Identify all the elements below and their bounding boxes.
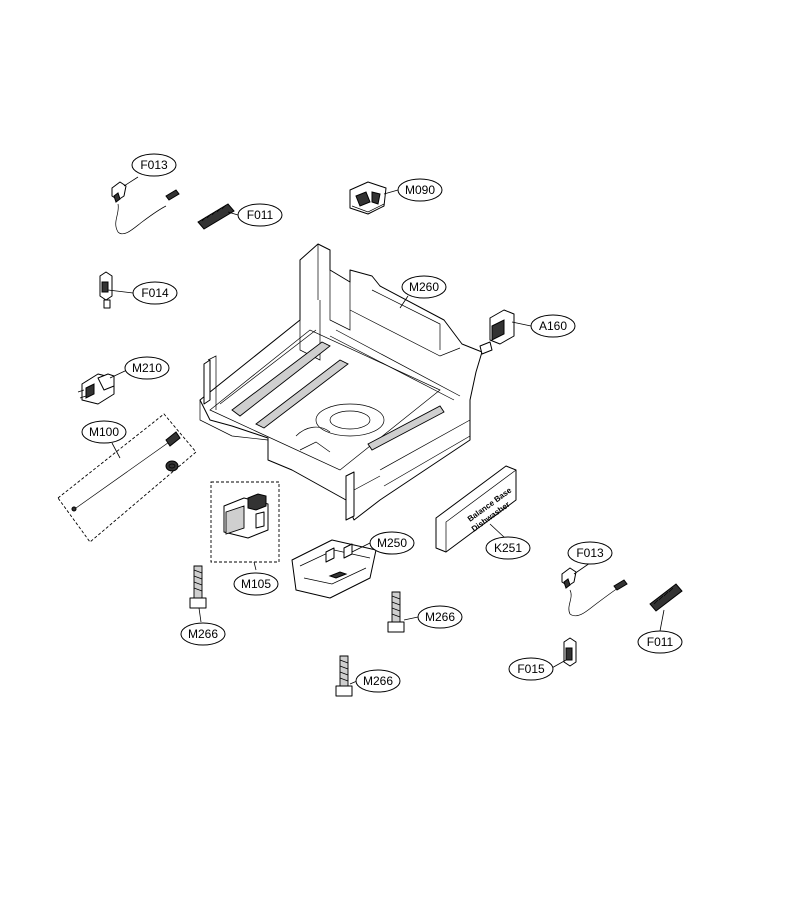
part-f014-drawing	[99, 271, 113, 309]
callout-label: M260	[409, 280, 439, 294]
callout-label: F014	[141, 286, 169, 300]
callout-label: M210	[132, 361, 162, 375]
callout-label: K251	[494, 541, 522, 555]
callout-label: M266	[363, 674, 393, 688]
leader-lines	[107, 176, 665, 685]
part-m266-left-drawing	[189, 565, 207, 609]
part-m090-drawing	[349, 181, 387, 215]
callout-m100: M100	[81, 420, 127, 444]
callout-label: F013	[140, 158, 168, 172]
part-f011-upper-drawing	[197, 203, 235, 230]
part-m250-drawing	[291, 539, 377, 599]
callout-k251: K251	[485, 536, 531, 560]
callout-m266-left: M266	[180, 622, 226, 646]
callout-m105: M105	[233, 572, 279, 596]
callout-label: M090	[405, 183, 435, 197]
part-m266-middle-drawing	[387, 591, 405, 633]
callout-f014: F014	[132, 281, 178, 305]
callout-label: F013	[576, 546, 604, 560]
callout-f013-upper: F013	[131, 153, 177, 177]
part-m105-drawing	[210, 481, 280, 563]
callout-label: M266	[188, 627, 218, 641]
callout-label: M100	[89, 425, 119, 439]
callout-m250: M250	[369, 531, 415, 555]
callout-f015: F015	[508, 657, 554, 681]
callout-m266-lower: M266	[355, 669, 401, 693]
part-m266-lower-drawing	[335, 655, 353, 697]
callout-m266-middle: M266	[417, 605, 463, 629]
callout-f011-upper: F011	[237, 203, 283, 227]
callout-label: M250	[377, 536, 407, 550]
callout-f011-lower: F011	[637, 630, 683, 654]
callout-label: M266	[425, 610, 455, 624]
callout-label: M105	[241, 577, 271, 591]
part-f015-drawing	[563, 637, 577, 667]
callout-f013-lower: F013	[567, 541, 613, 565]
callout-label: A160	[539, 319, 567, 333]
callout-label: F015	[517, 662, 545, 676]
part-m210-drawing	[77, 373, 115, 405]
callout-m260: M260	[401, 275, 447, 299]
part-f011-lower-drawing	[649, 583, 683, 612]
part-a160-drawing	[479, 309, 515, 355]
callout-label: F011	[647, 635, 674, 649]
callout-label: F011	[247, 208, 274, 222]
part-f013-lower-drawing	[561, 567, 628, 617]
part-m100-drawing	[57, 413, 197, 543]
callout-m090: M090	[397, 178, 443, 202]
part-m260-base-drawing	[199, 243, 483, 521]
callout-a160: A160	[530, 314, 576, 338]
part-f013-upper-drawing	[111, 181, 180, 235]
callout-m210: M210	[124, 356, 170, 380]
